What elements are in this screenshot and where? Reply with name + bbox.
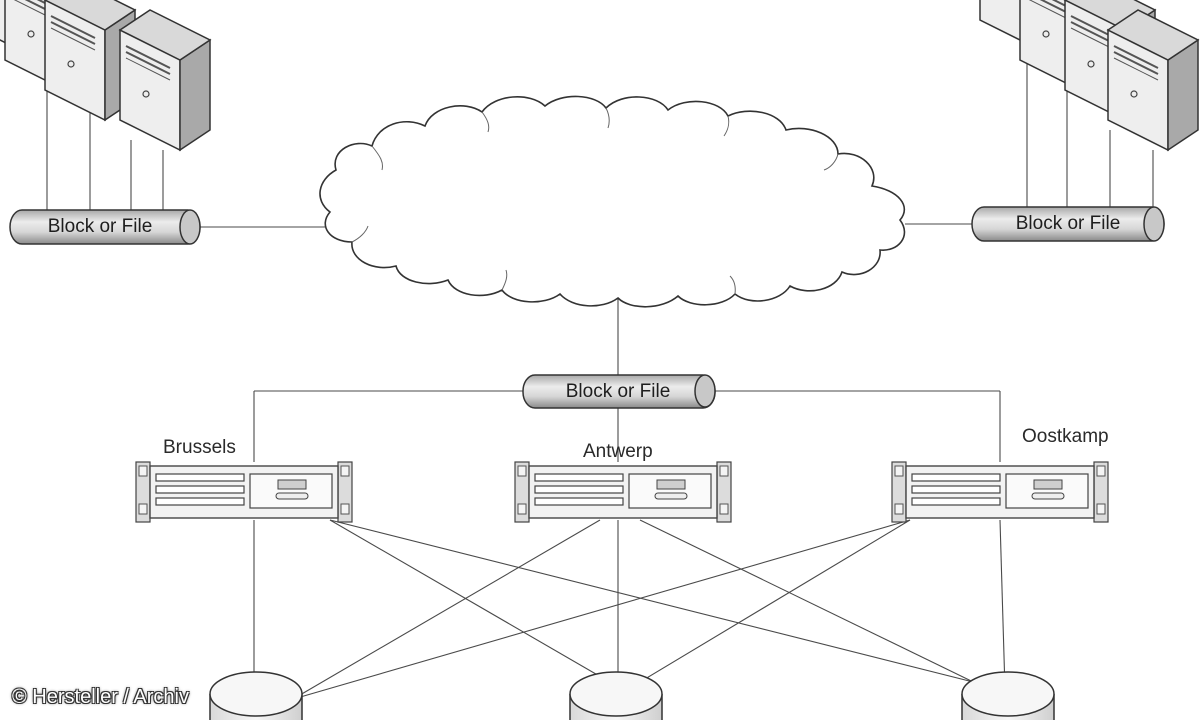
rack-server-brussels-icon [135,461,353,523]
server-cluster-left [0,0,211,151]
site-label-antwerp: Antwerp [583,441,653,462]
rack-server-oostkamp-icon [891,461,1109,523]
storage-disk-icon [209,671,303,720]
storage-disk-icon [569,671,663,720]
tower-server-icon [1107,9,1199,151]
pipe-right [971,206,1165,242]
connection-lines [46,0,1154,701]
image-credit: © Hersteller / Archiv [12,686,190,708]
rack-server-antwerp-icon [514,461,732,523]
pipe-right-label: Block or File [1015,213,1121,234]
pipe-left [9,209,201,245]
pipe-center [522,374,716,409]
server-cluster-right [979,0,1199,151]
site-label-oostkamp: Oostkamp [1022,426,1109,447]
storage-disk-icon [961,671,1055,720]
network-cloud [319,95,906,308]
site-label-brussels: Brussels [163,437,236,458]
pipe-left-label: Block or File [47,216,153,237]
tower-server-icon [119,9,211,151]
pipe-center-label: Block or File [565,381,671,402]
